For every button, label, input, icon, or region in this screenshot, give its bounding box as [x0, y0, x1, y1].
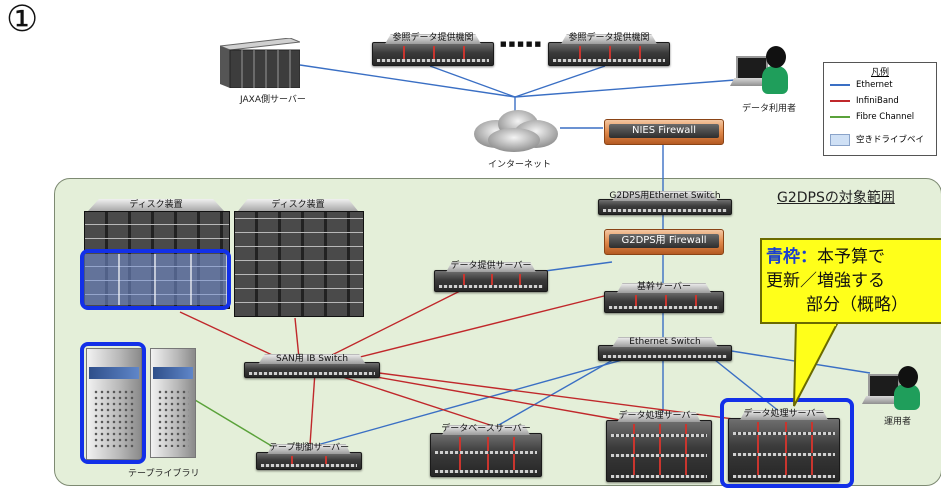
- disk-array-2: [234, 211, 364, 317]
- ellipsis-dots: ■■■■■: [500, 40, 544, 48]
- operator-laptop-base: [862, 396, 904, 404]
- page-number: ①: [6, 0, 39, 40]
- callout-highlight: 青枠：: [766, 247, 817, 267]
- jaxa-server-label: JAXA側サーバー: [240, 95, 306, 105]
- nies-firewall: NIES Firewall: [604, 119, 724, 145]
- disk-2-label: ディスク装置: [238, 199, 358, 211]
- legend-empty-bay: 空きドライブベイ: [856, 135, 925, 145]
- callout-line3: 部分（概略）: [806, 295, 908, 315]
- disk-array-1-empty-bays: [84, 254, 228, 305]
- operator-head: [898, 366, 918, 388]
- tape-control-server: テープ制御サーバー: [256, 444, 362, 470]
- data-user-person-icon: [762, 66, 788, 94]
- legend-fibre-swatch: [830, 115, 850, 118]
- internet-cloud-icon: [466, 106, 562, 154]
- tape-library-highlight: [80, 342, 146, 464]
- scope-title: G2DPSの対象範囲: [777, 190, 895, 206]
- data-user-label: データ利用者: [742, 104, 797, 114]
- data-user-laptop-base: [730, 78, 772, 86]
- data-processing-server-2: データ処理サーバー: [728, 410, 840, 482]
- operator-person-icon: [894, 384, 920, 410]
- callout-line1: 本予算で: [817, 247, 885, 267]
- legend-infiniband-swatch: [830, 99, 850, 102]
- g2dps-firewall: G2DPS用 Firewall: [604, 229, 724, 255]
- core-server: 基幹サーバー: [604, 283, 724, 313]
- legend-ethernet: Ethernet: [856, 80, 893, 90]
- ref-provider-1: 参照データ提供機関: [372, 34, 494, 66]
- legend-infiniband: InfiniBand: [856, 96, 899, 106]
- data-processing-2-highlight: [720, 398, 854, 488]
- database-server: データベースサーバー: [430, 425, 542, 477]
- callout-box: 青枠：本予算で 更新／増強する 部分（概略）: [760, 238, 941, 324]
- legend-box: 凡例 Ethernet InfiniBand Fibre Channel 空きド…: [823, 62, 937, 156]
- disk-array-1-highlight: [80, 249, 231, 310]
- callout-line2: 更新／増強する: [766, 271, 885, 291]
- ref-provider-2: 参照データ提供機関: [548, 34, 670, 66]
- legend-title: 凡例: [870, 68, 889, 78]
- data-user-head: [766, 46, 786, 68]
- data-provision-server: データ提供サーバー: [434, 262, 548, 292]
- tape-library-label: テープライブラリ: [128, 469, 200, 479]
- data-processing-server-1: データ処理サーバー: [606, 412, 712, 482]
- g2dps-ethernet-switch: G2DPS用Ethernet Switch: [598, 191, 732, 215]
- ethernet-switch: Ethernet Switch: [598, 337, 732, 361]
- internet-label: インターネット: [488, 160, 552, 170]
- tape-library-tower-1: [86, 348, 142, 460]
- legend-ethernet-swatch: [830, 83, 850, 86]
- legend-empty-bay-swatch: [830, 133, 850, 146]
- legend-fibre: Fibre Channel: [856, 112, 915, 122]
- callout-pointer: [793, 321, 840, 407]
- disk-1-label: ディスク装置: [88, 199, 224, 211]
- san-ib-switch: SAN用 IB Switch: [244, 354, 380, 378]
- tape-library-tower-2: [150, 348, 196, 458]
- operator-label: 運用者: [884, 417, 912, 427]
